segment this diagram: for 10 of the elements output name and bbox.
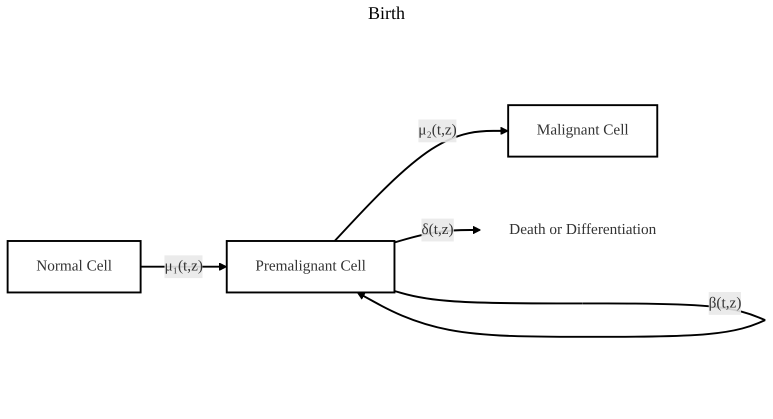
node-box: Malignant Cell bbox=[507, 104, 658, 158]
annotation-text: Birth bbox=[368, 3, 405, 23]
arrow bbox=[334, 126, 509, 242]
edge-label: β(t,z) bbox=[708, 294, 742, 312]
node-box: Normal Cell bbox=[6, 240, 142, 294]
node-box: Premalignant Cell bbox=[226, 240, 396, 294]
edge-label: δ(t,z) bbox=[421, 221, 454, 238]
node-text: Death or Differentiation bbox=[509, 221, 656, 238]
edge-label: μ₂(t,z) bbox=[418, 122, 457, 139]
edge-label: μ₁(t,z) bbox=[164, 258, 203, 274]
